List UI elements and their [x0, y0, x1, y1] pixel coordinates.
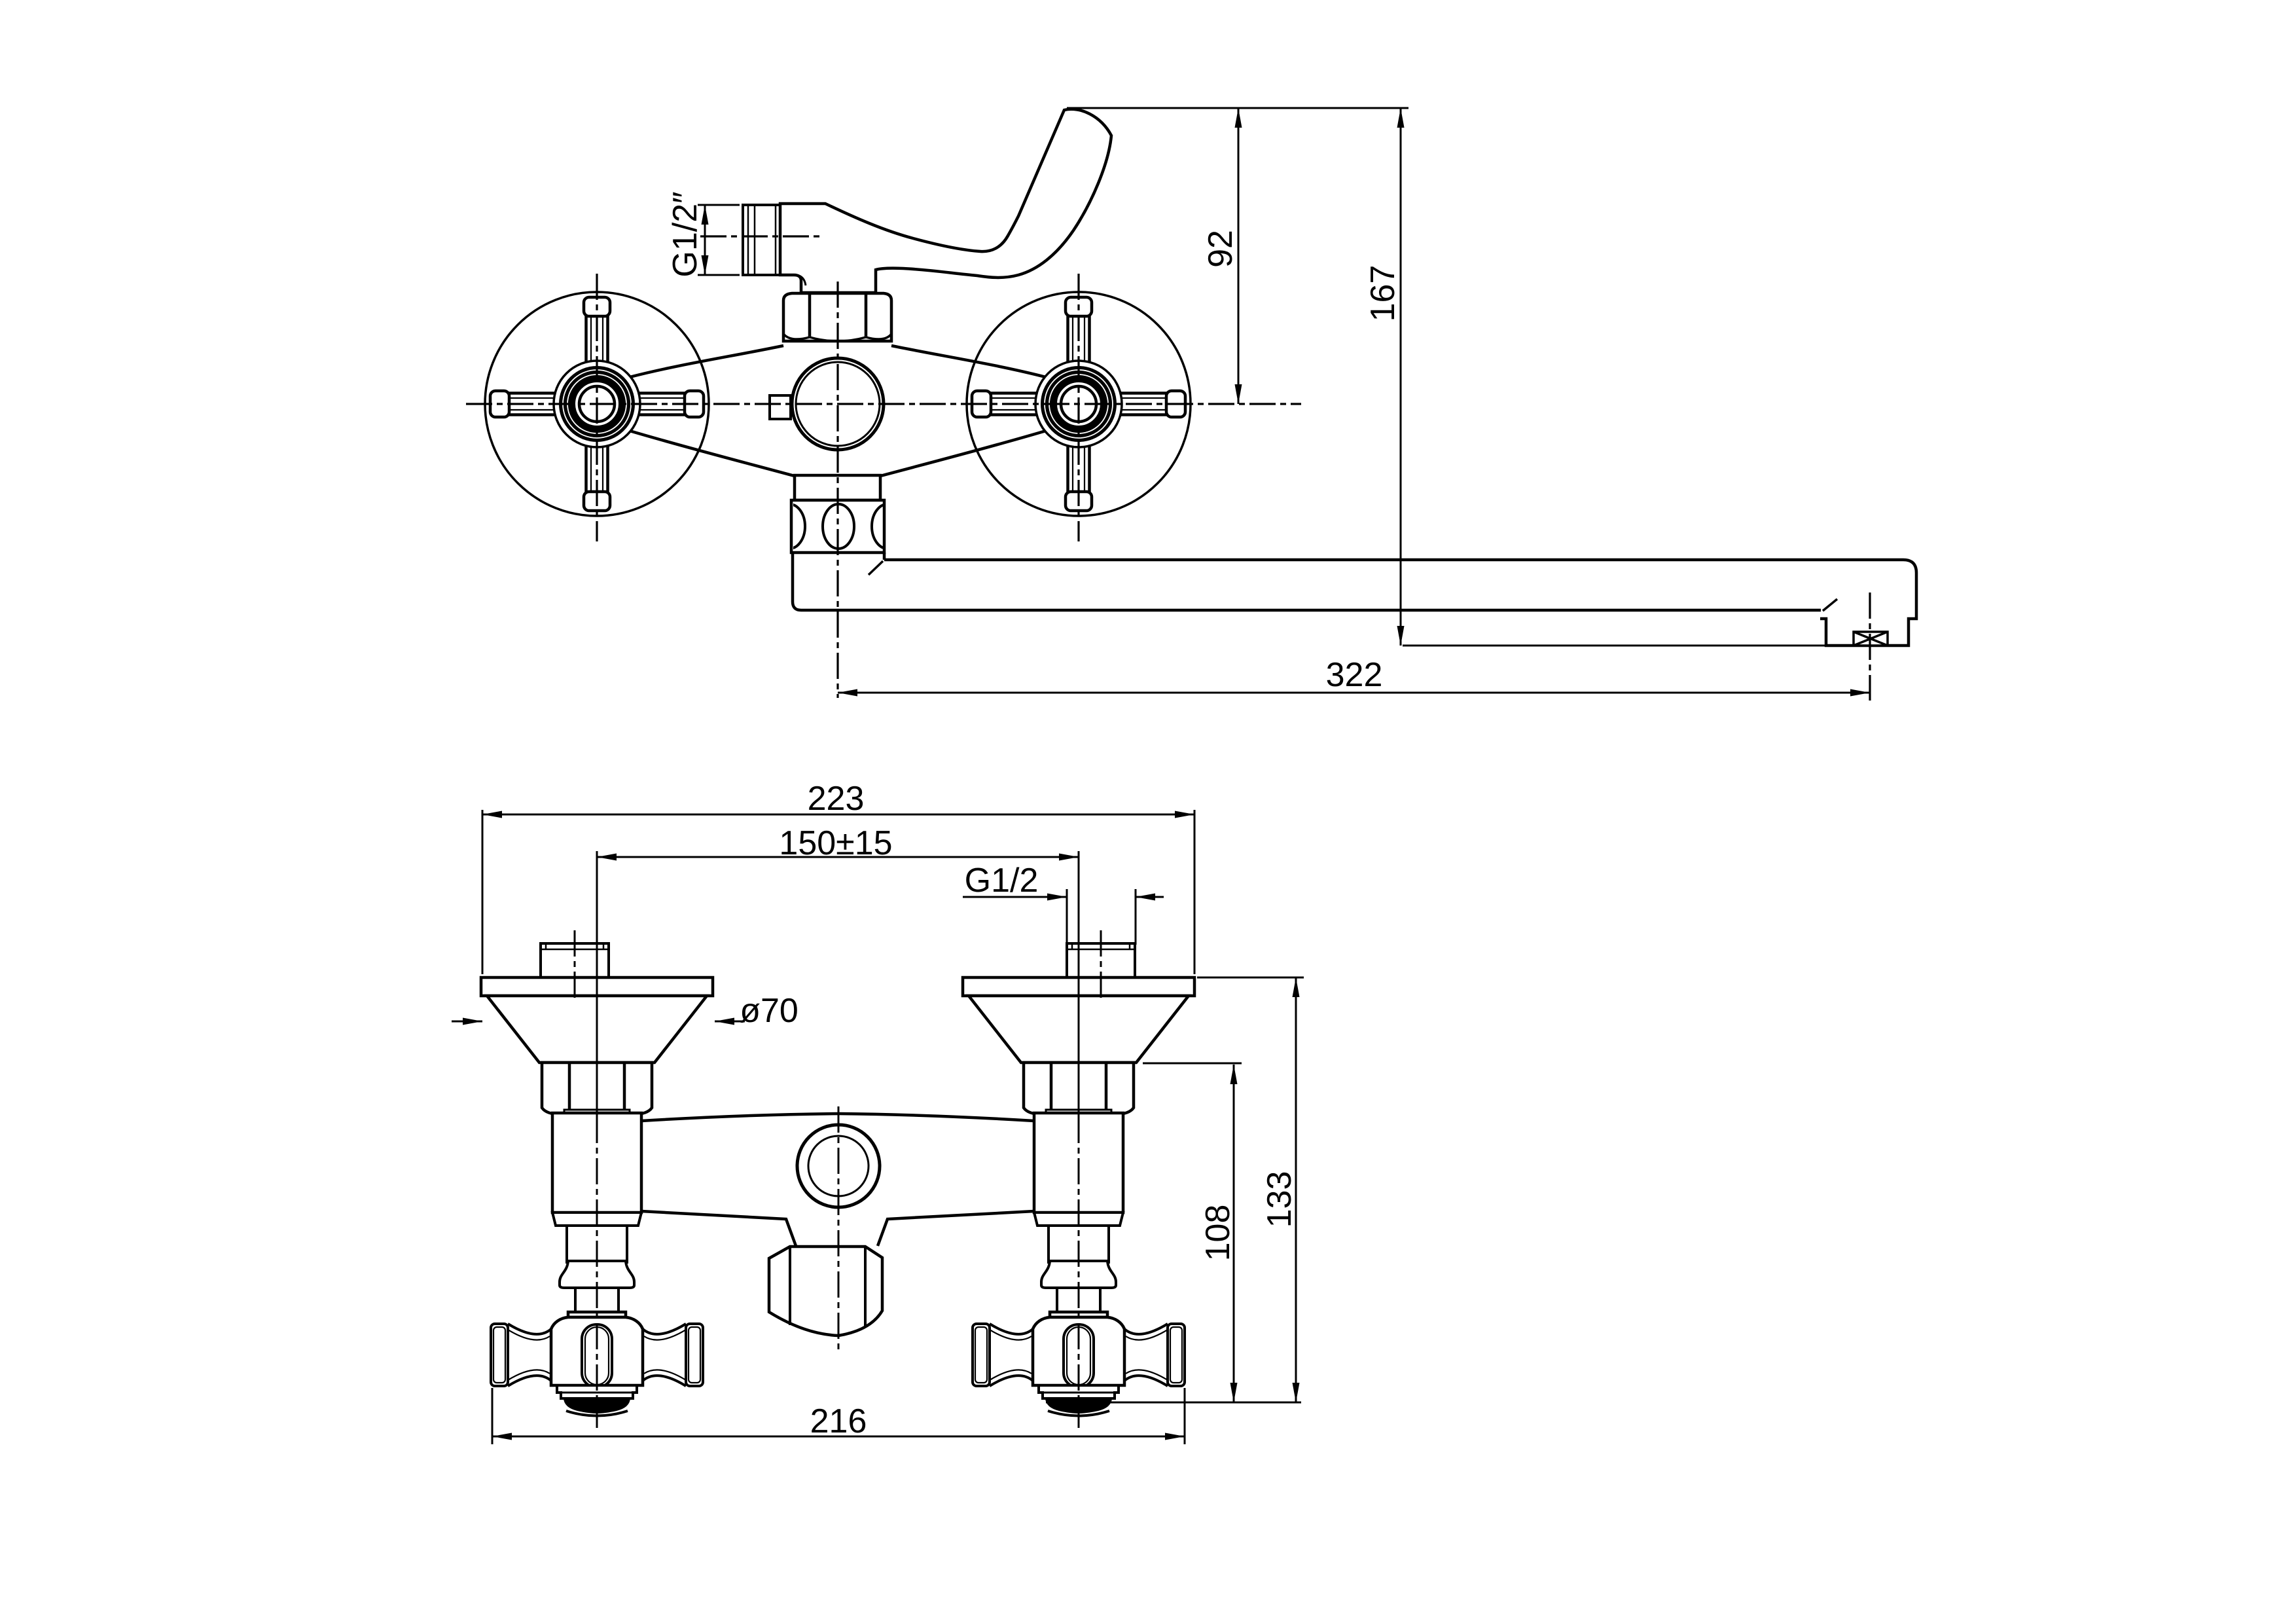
svg-text:ø70: ø70: [740, 992, 798, 1030]
svg-text:G1/2″: G1/2″: [666, 191, 704, 277]
svg-text:92: 92: [1202, 230, 1240, 268]
svg-text:322: 322: [1326, 656, 1383, 694]
svg-text:133: 133: [1261, 1171, 1299, 1228]
svg-text:108: 108: [1199, 1205, 1237, 1262]
svg-text:223: 223: [808, 780, 865, 818]
svg-text:216: 216: [810, 1402, 867, 1440]
svg-text:167: 167: [1364, 265, 1402, 322]
svg-text:G1/2: G1/2: [965, 862, 1039, 900]
svg-text:150±15: 150±15: [779, 824, 892, 862]
